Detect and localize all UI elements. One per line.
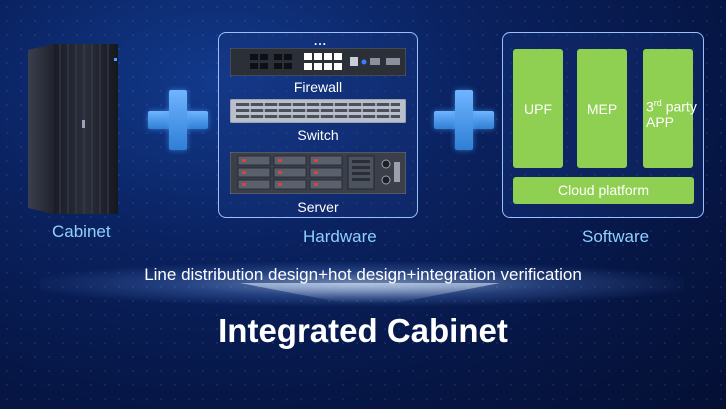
plus-icon <box>434 90 494 150</box>
hardware-caption: Hardware <box>303 227 377 246</box>
firewall-label: Firewall <box>293 79 343 95</box>
tagline: Line distribution design+hot design+inte… <box>144 265 582 284</box>
cloud-platform-box: Cloud platform <box>513 177 694 204</box>
hardware-dots: ... <box>314 34 328 48</box>
mep-label: MEP <box>586 101 618 117</box>
switch-label: Switch <box>297 127 339 143</box>
server-device-icon <box>229 151 407 195</box>
plus-icon <box>148 90 208 150</box>
third-party-app-label: 3rd party APP <box>646 98 697 130</box>
page-title: Integrated Cabinet <box>218 312 508 349</box>
software-caption: Software <box>582 227 650 246</box>
upf-label: UPF <box>524 101 552 117</box>
switch-device-icon <box>229 98 407 124</box>
mep-box: MEP <box>577 49 627 168</box>
firewall-device-icon <box>229 47 407 77</box>
third-party-app-box: 3rd party APP <box>643 49 697 168</box>
upf-box: UPF <box>513 49 563 168</box>
cabinet-label: Cabinet <box>52 222 111 241</box>
server-label: Server <box>297 199 339 215</box>
cabinet-icon <box>28 44 118 214</box>
